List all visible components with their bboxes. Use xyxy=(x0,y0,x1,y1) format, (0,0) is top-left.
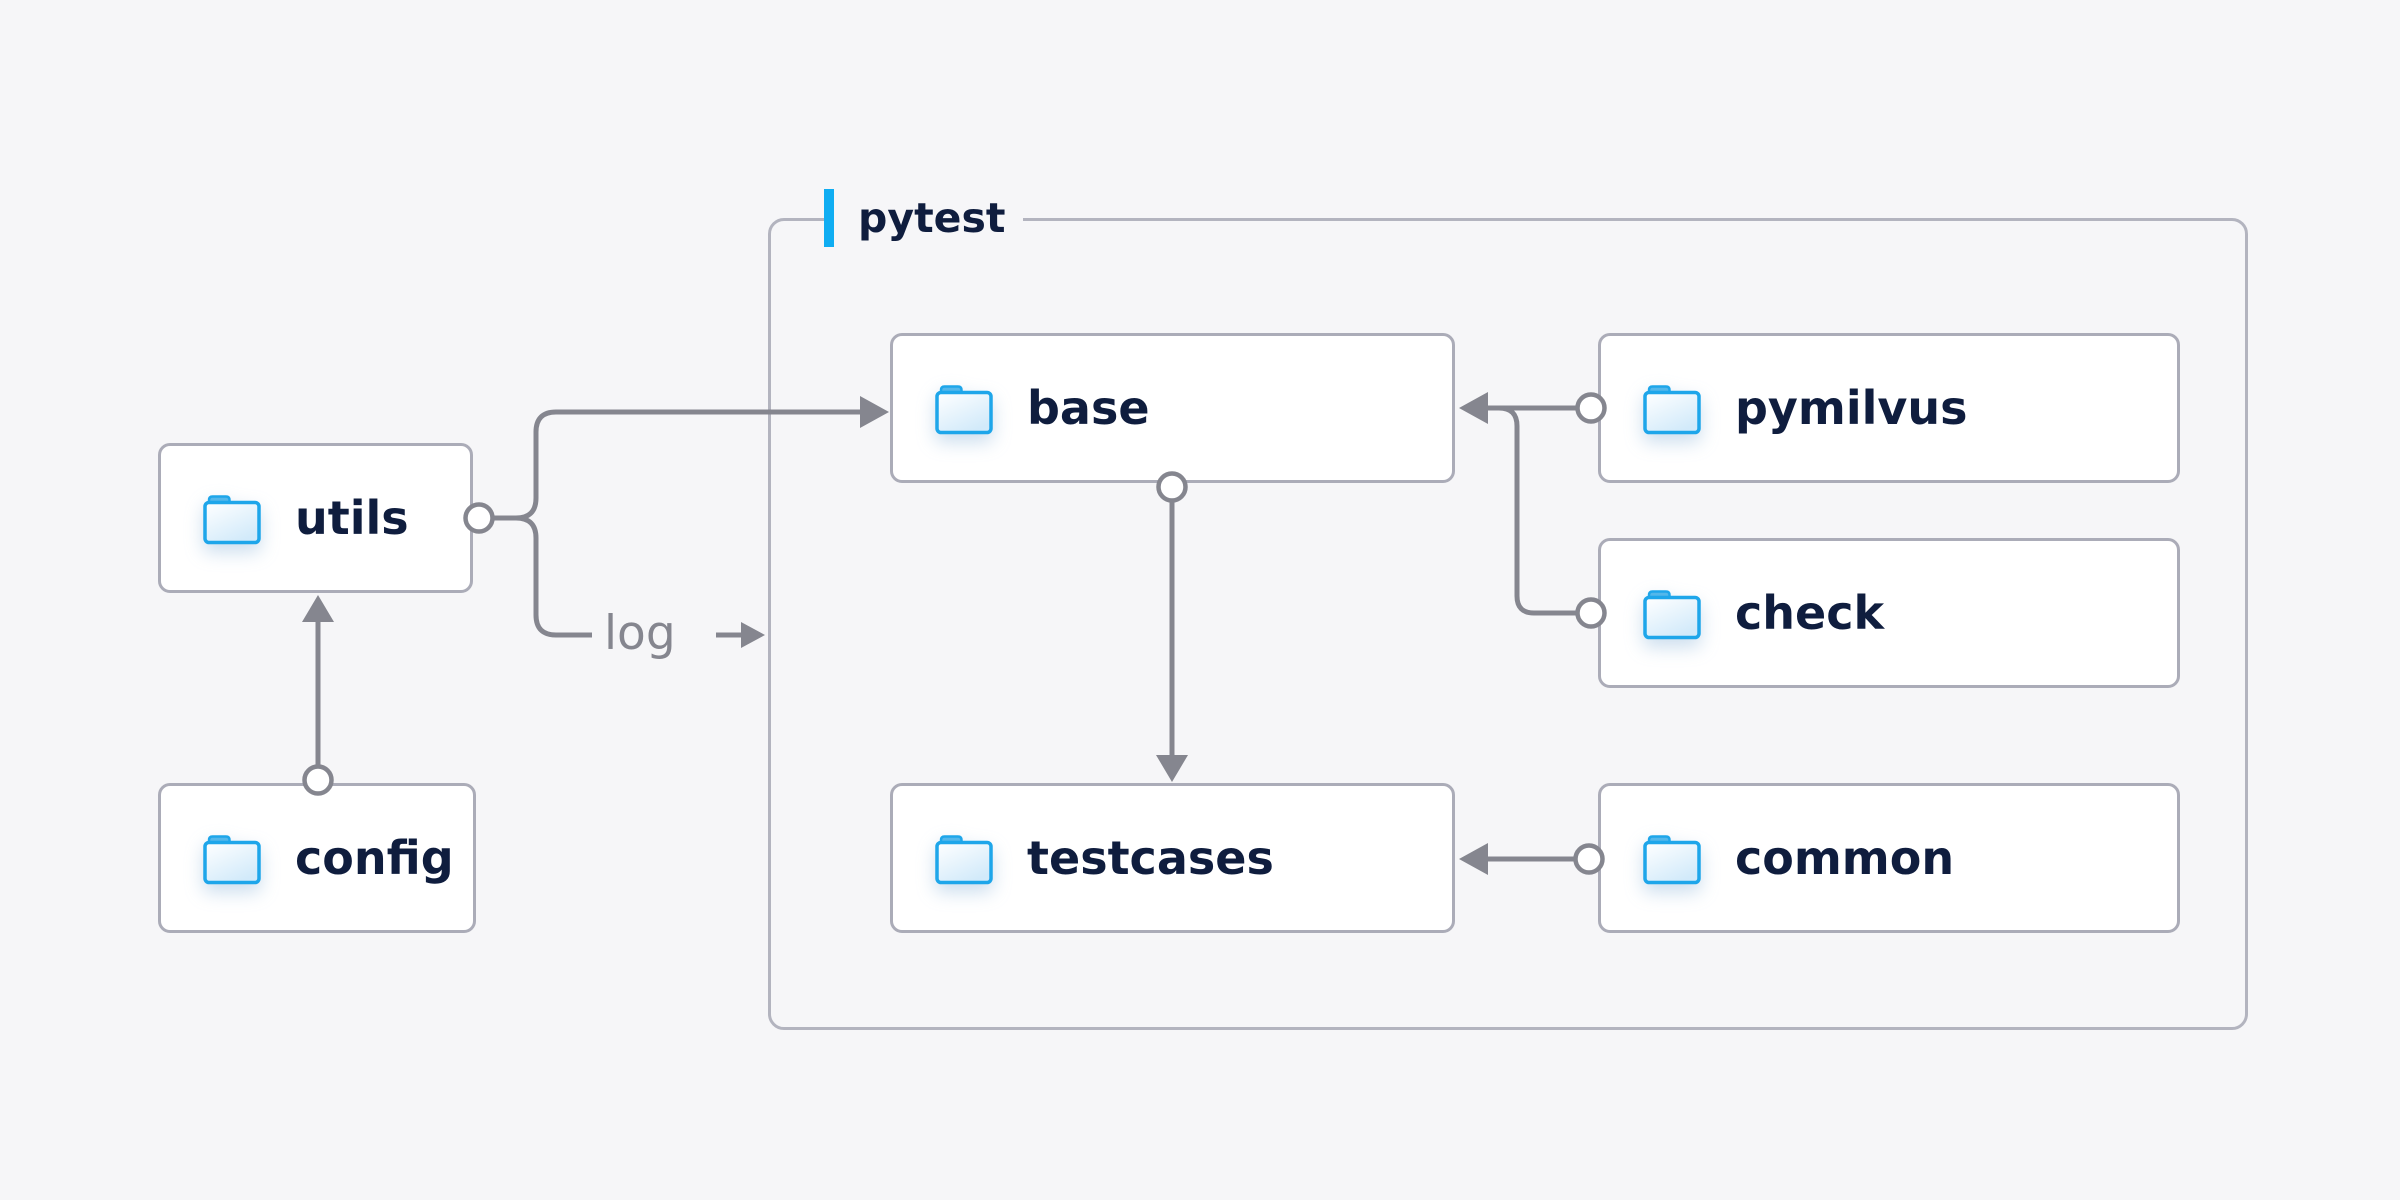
node-label: testcases xyxy=(1027,831,1274,885)
node-common: common xyxy=(1598,783,2180,933)
node-label: common xyxy=(1735,831,1955,885)
node-label: config xyxy=(295,831,454,885)
node-base: base xyxy=(890,333,1455,483)
node-label: check xyxy=(1735,586,1885,640)
node-label: base xyxy=(1027,381,1150,435)
node-testcases: testcases xyxy=(890,783,1455,933)
accent-bar xyxy=(824,189,834,247)
node-check: check xyxy=(1598,538,2180,688)
pytest-group-label: pytest xyxy=(824,187,1024,249)
edge-label-log: log xyxy=(604,606,676,661)
pytest-group-container xyxy=(768,218,2248,1030)
folder-icon xyxy=(933,380,995,436)
edge-config-utils xyxy=(302,595,334,767)
group-title: pytest xyxy=(858,193,1006,242)
folder-icon xyxy=(1641,380,1703,436)
folder-icon xyxy=(201,830,263,886)
node-label: pymilvus xyxy=(1735,381,1968,435)
node-label: utils xyxy=(295,491,409,545)
node-pymilvus: pymilvus xyxy=(1598,333,2180,483)
node-config: config xyxy=(158,783,476,933)
folder-icon xyxy=(201,490,263,546)
folder-icon xyxy=(1641,585,1703,641)
node-utils: utils xyxy=(158,443,473,593)
folder-icon xyxy=(1641,830,1703,886)
folder-icon xyxy=(933,830,995,886)
